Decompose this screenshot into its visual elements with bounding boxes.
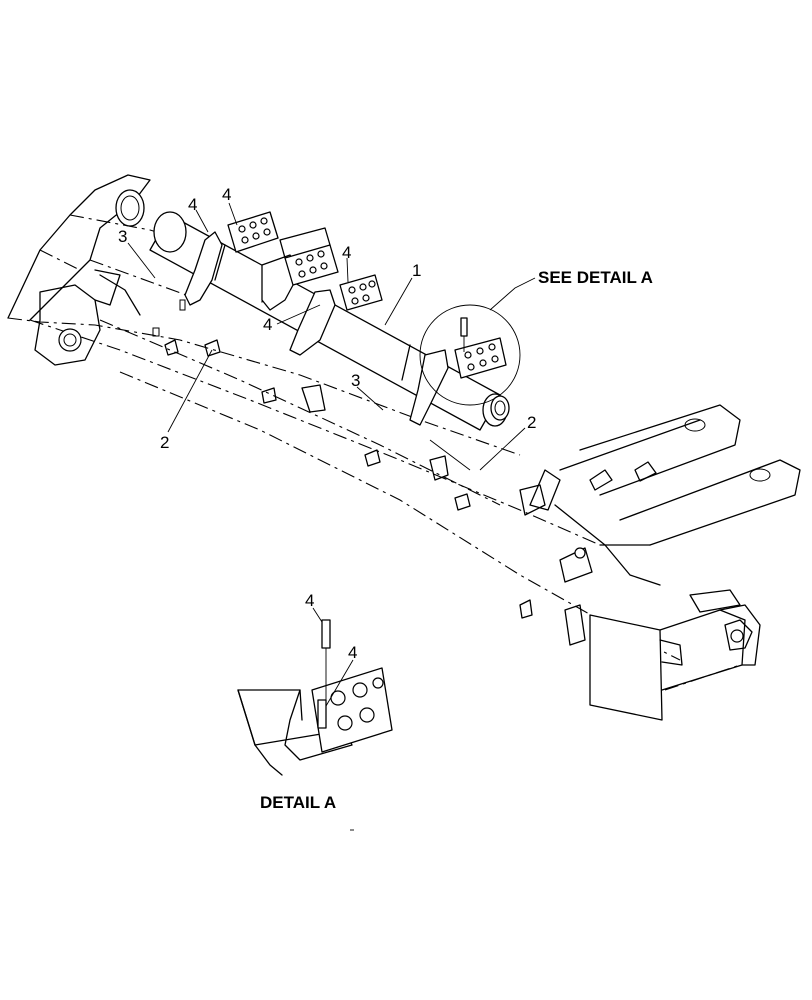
callout-2-left: 2 (160, 433, 169, 452)
perforated-plates (227, 211, 507, 379)
hitch-assembly (519, 404, 801, 646)
detail-circle (419, 304, 521, 406)
left-end-bracket (34, 269, 141, 366)
detail-a-view (237, 619, 393, 776)
callout-4-detail-plate: 4 (348, 643, 357, 662)
callout-4-a: 4 (188, 195, 197, 214)
callout-3-right: 3 (351, 371, 360, 390)
leader-lines (127, 202, 536, 707)
vertical-plate (460, 317, 468, 352)
tube-opening-left (115, 189, 145, 227)
see-detail-label: SEE DETAIL A (538, 268, 653, 287)
callout-4-detail-top: 4 (305, 591, 314, 610)
callout-4-d: 4 (263, 315, 272, 334)
right-end-block (589, 604, 761, 721)
callout-4-c: 4 (342, 243, 351, 262)
callout-2-right: 2 (527, 413, 536, 432)
detail-a-title: DETAIL A (260, 793, 336, 812)
callout-1: 1 (412, 261, 421, 280)
callout-3-left: 3 (118, 227, 127, 246)
callout-4-b: 4 (222, 185, 231, 204)
mounting-clips (152, 299, 533, 619)
